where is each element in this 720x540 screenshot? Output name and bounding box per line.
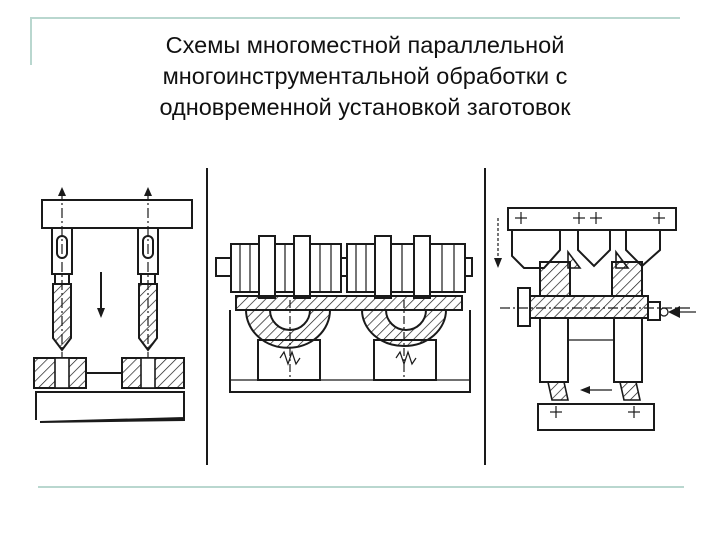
scheme-drilling-two-spindles [33,187,193,423]
workpiece-right [360,309,448,347]
machine-table [35,391,185,423]
title-line-2: многоинструментальной обработки с [162,63,568,89]
spring-left [279,350,301,366]
slide-title: Схемы многоместной параллельной многоинс… [60,30,670,123]
upper-workpiece-right [611,261,643,297]
spindle-head [41,199,193,229]
left-spindle [51,227,73,352]
decorative-top-rule [30,17,680,19]
decorative-left-rule [30,17,32,65]
upper-head [507,207,677,231]
cutter-group-right [346,235,466,299]
lower-table [537,403,655,431]
upper-workpiece-left [539,261,571,297]
scheme-gang-milling [215,235,473,393]
decorative-bottom-rule [38,486,684,488]
horizontal-feed-arrow [580,386,590,394]
right-workpiece [121,357,185,389]
title-line-1: Схемы многоместной параллельной [165,32,565,58]
spring-right [395,350,417,366]
clamping-plate [235,295,463,311]
right-spindle [137,227,159,352]
fixture-body [229,310,471,393]
horizontal-spindle [529,295,649,319]
cutter-group-left [230,235,342,299]
vertical-feed-arrow [494,258,502,268]
title-line-3: одновременной установкой заготовок [159,94,571,120]
scheme-horizontal-machining [494,207,696,431]
cutter-arbor [215,257,473,277]
left-workpiece [33,357,87,389]
